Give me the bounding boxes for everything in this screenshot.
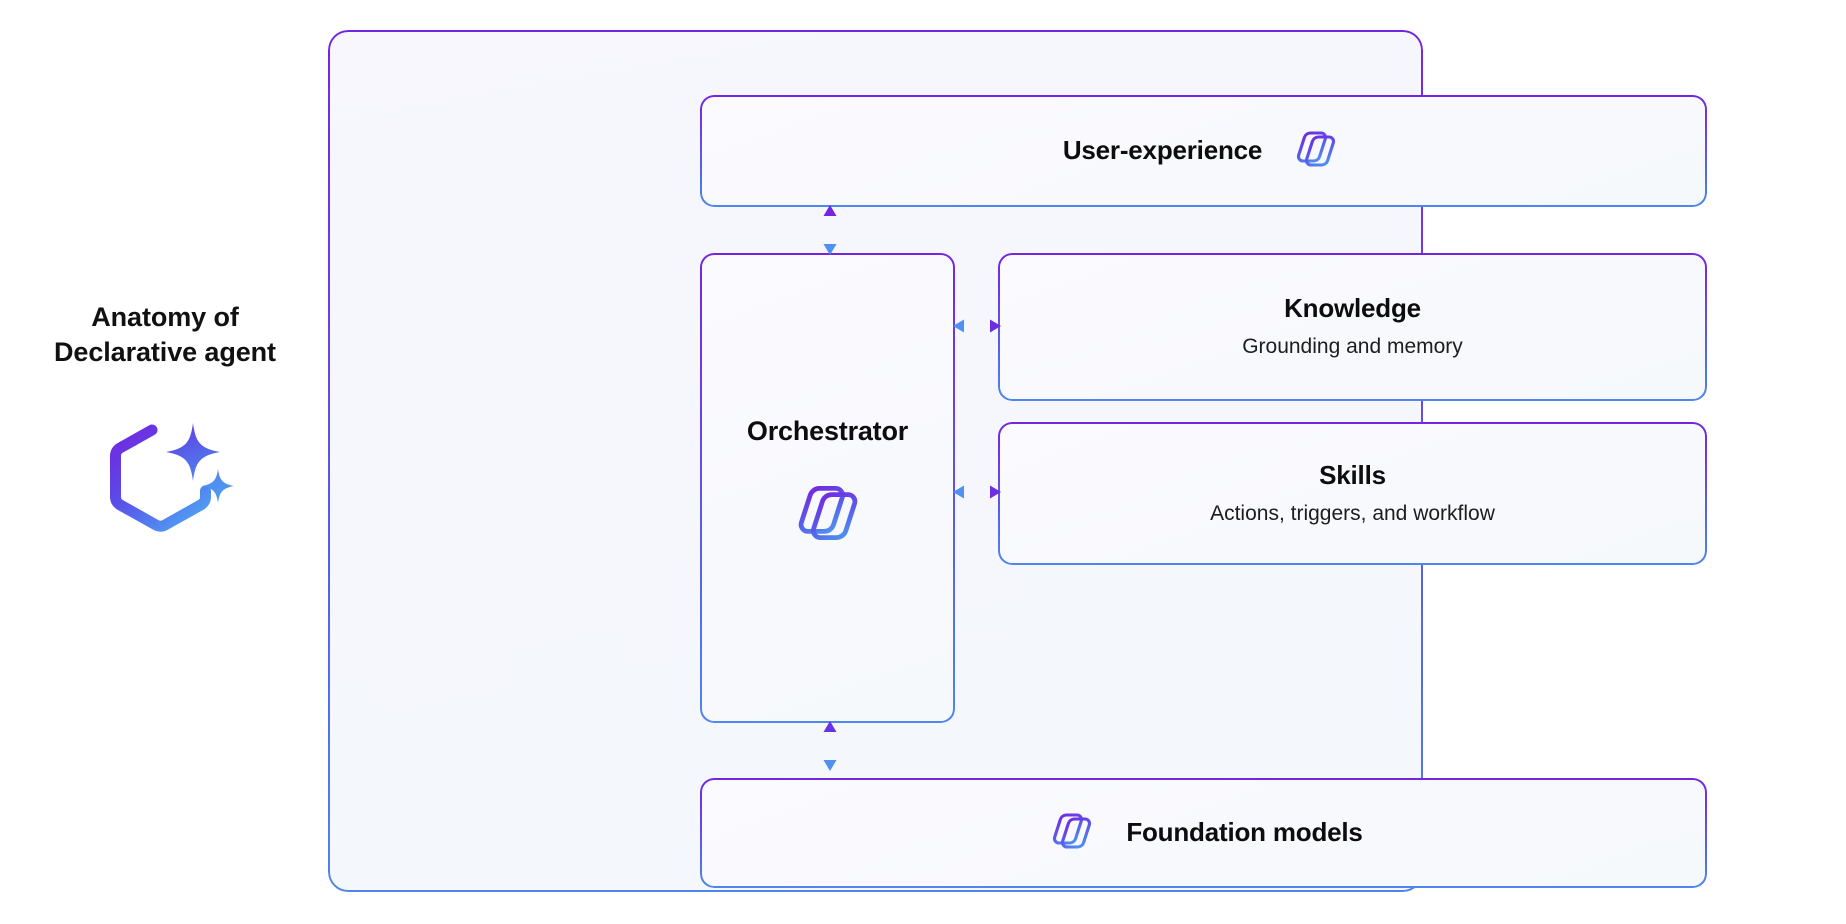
card-foundation-models-content: Foundation models [1044,803,1363,864]
connector-user-experience-to-orchestrator [817,205,843,260]
card-knowledge-title: Knowledge [1284,293,1421,324]
card-foundation-models[interactable]: Foundation models [700,778,1707,888]
connector-orchestrator-to-foundation-models [817,721,843,776]
copilot-icon [785,470,871,561]
card-knowledge-subtitle: Grounding and memory [1242,335,1463,359]
copilot-icon [1044,803,1100,864]
declarative-agent-anatomy-diagram: User-experience [328,30,1707,892]
card-user-experience[interactable]: User-experience [700,95,1707,207]
card-knowledge-content: Knowledge Grounding and memory [1242,293,1463,360]
card-skills[interactable]: Skills Actions, triggers, and workflow [998,422,1707,565]
copilot-hexagon-sparkle-icon [0,417,330,547]
card-skills-title: Skills [1319,459,1386,490]
card-orchestrator-title: Orchestrator [746,416,909,447]
connector-orchestrator-to-skills [953,479,1001,510]
card-orchestrator-content: Orchestrator [747,415,908,560]
page-title: Anatomy of Declarative agent [54,302,276,367]
card-skills-subtitle: Actions, triggers, and workflow [1210,501,1495,525]
card-user-experience-title: User-experience [1062,135,1263,166]
card-orchestrator[interactable]: Orchestrator [700,253,955,723]
connector-orchestrator-to-knowledge [953,313,1001,344]
caption-block: Anatomy of Declarative agent [0,300,330,547]
card-knowledge[interactable]: Knowledge Grounding and memory [998,253,1707,401]
card-user-experience-content: User-experience [1063,121,1344,182]
card-skills-content: Skills Actions, triggers, and workflow [1210,460,1495,527]
copilot-icon [1288,121,1344,182]
card-foundation-models-title: Foundation models [1126,817,1363,848]
